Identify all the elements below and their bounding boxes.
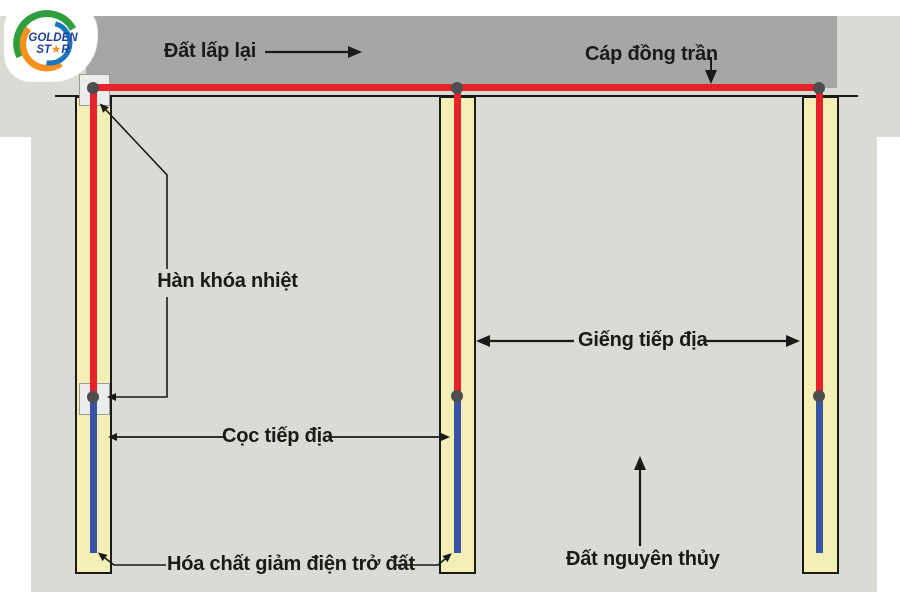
- copper-cable-vertical-2: [454, 86, 461, 397]
- label-ground-rod: Cọc tiếp địa: [222, 425, 333, 447]
- logo-orange-arc: [19, 26, 63, 72]
- label-exothermic-weld: Hàn khóa nhiệt: [157, 270, 298, 292]
- logo-text-st: ST: [36, 44, 52, 56]
- weld-dot-top-3: [813, 82, 825, 94]
- label-resistance-chemical: Hóa chất giảm điện trở đất: [167, 553, 415, 575]
- copper-cable-vertical-3: [816, 86, 823, 397]
- logo-text-golden: GOLDEN: [28, 32, 78, 44]
- label-bare-copper-cable: Cáp đồng trần: [585, 43, 718, 65]
- logo-text-r: R: [61, 44, 70, 56]
- weld-dot-mid-2: [451, 390, 463, 402]
- weld-dot-top-1: [87, 82, 99, 94]
- logo-green-arc: [13, 10, 77, 59]
- label-backfill: Đất lấp lại: [163, 40, 257, 62]
- weld-dot-mid-1: [87, 391, 99, 403]
- ground-rod-1: [90, 393, 97, 553]
- golden-star-logo-mark: GOLDEN ST★R: [13, 10, 78, 72]
- ground-rod-3: [816, 393, 823, 553]
- original-soil-shoulder-right: [877, 16, 900, 137]
- weld-dot-top-2: [451, 82, 463, 94]
- label-original-soil: Đất nguyên thủy: [566, 548, 720, 570]
- logo-star-glyph: ★: [51, 44, 61, 56]
- logo-text-star: ST★R: [36, 44, 70, 56]
- logo-blue-arc: [46, 21, 73, 66]
- ground-rod-2: [454, 393, 461, 553]
- label-ground-well: Giếng tiếp địa: [578, 329, 708, 351]
- copper-cable-vertical-1: [90, 86, 97, 397]
- weld-dot-mid-3: [813, 390, 825, 402]
- golden-star-logo: GOLDEN ST★R: [5, 2, 97, 81]
